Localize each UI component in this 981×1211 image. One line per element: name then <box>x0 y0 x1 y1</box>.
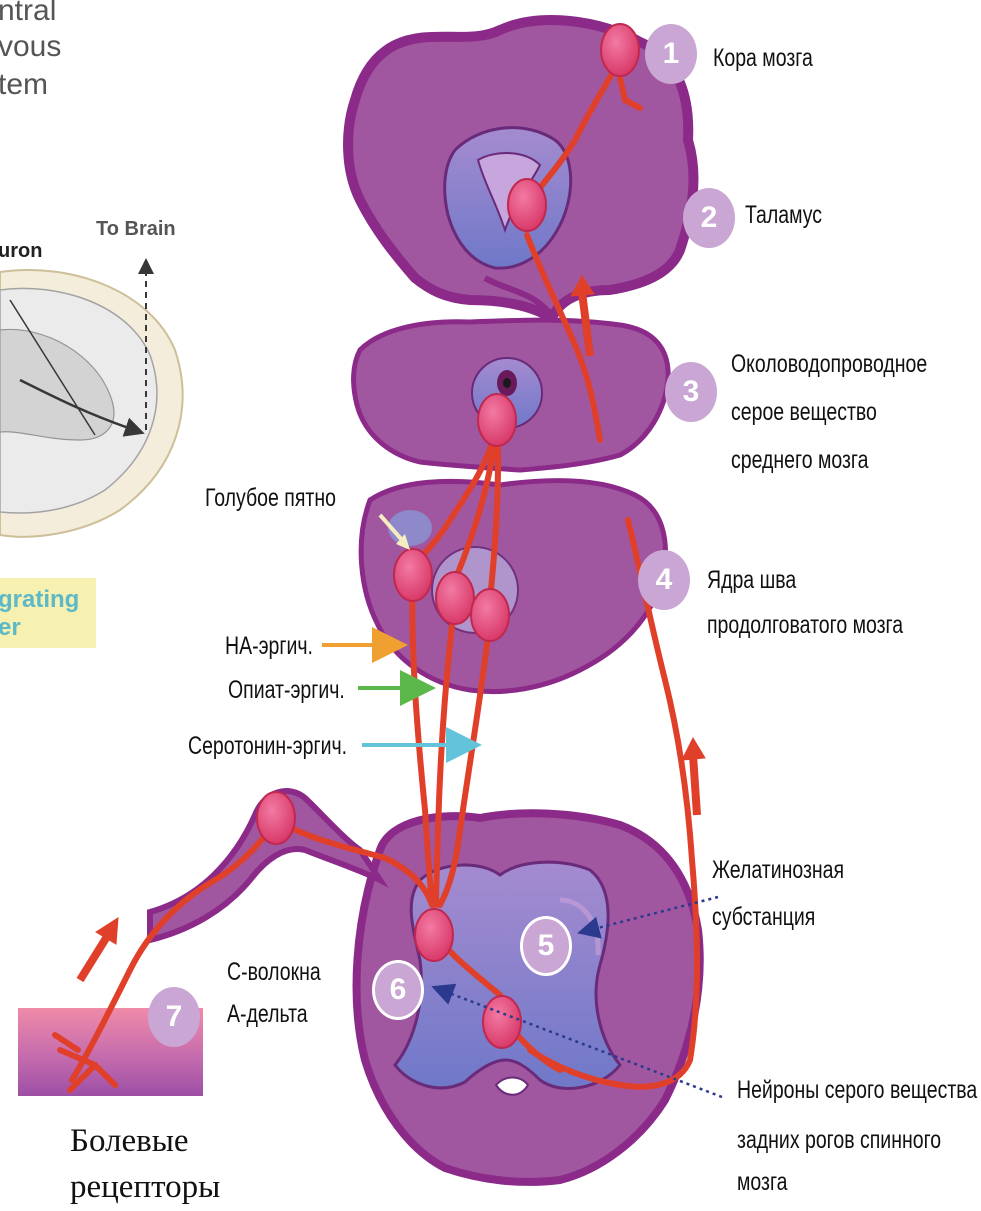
neuron-raphe-1 <box>436 572 474 624</box>
label-fibers-c: С-волокна <box>227 952 321 992</box>
label-dorsal-line1: Нейроны серого вещества <box>737 1070 977 1110</box>
label-thalamus: Таламус <box>745 195 822 235</box>
marker-4: 4 <box>638 550 690 610</box>
bg-text-fragment-2: vous <box>0 30 61 64</box>
label-pag-line1: Околоводопроводное <box>731 344 927 384</box>
label-receptors-line1: Болевые <box>70 1117 189 1165</box>
marker-7: 7 <box>148 987 200 1047</box>
neuron-thalamus <box>508 179 546 231</box>
marker-6: 6 <box>372 960 424 1020</box>
bg-text-fragment-3: tem <box>0 68 48 102</box>
bg-label-to-brain: To Brain <box>96 218 176 241</box>
marker-3: 3 <box>665 362 717 422</box>
label-dorsal-line2: задних рогов спинного <box>737 1120 941 1160</box>
bg-label-integrating-1: grating <box>0 586 79 614</box>
label-raphe-line1: Ядра шва <box>707 560 796 600</box>
bg-text-fragment-1: ntral <box>0 0 56 28</box>
label-serotonin: Серотонин-эргич. <box>188 726 347 766</box>
label-pag-line3: среднего мозга <box>731 440 868 480</box>
label-fibers-a: А-дельта <box>227 994 308 1034</box>
neuron-raphe-2 <box>471 589 509 641</box>
neuron-cortex <box>601 24 639 76</box>
label-raphe-line2: продолговатого мозга <box>707 605 903 645</box>
label-na: НА-эргич. <box>225 626 313 666</box>
label-dorsal-line3: мозга <box>737 1162 788 1202</box>
marker-1: 1 <box>645 24 697 84</box>
label-gelatinosa-line2: субстанция <box>712 897 815 937</box>
label-gelatinosa-line1: Желатинозная <box>712 850 844 890</box>
neuron-dorsal-horn-1 <box>415 909 453 961</box>
neuron-locus <box>394 549 432 601</box>
label-locus: Голубое пятно <box>205 478 336 518</box>
label-pag-line2: серое вещество <box>731 392 877 432</box>
neuron-dorsal-horn-2 <box>483 996 521 1048</box>
cortex-section <box>348 20 693 318</box>
marker-2: 2 <box>683 188 735 248</box>
midbrain-section <box>354 320 669 470</box>
label-cortex: Кора мозга <box>713 38 813 78</box>
neuron-ganglion <box>257 792 295 844</box>
bg-label-neuron: uron <box>0 240 42 263</box>
bg-label-integrating-2: er <box>0 614 21 642</box>
label-receptors-line2: рецепторы <box>70 1163 220 1211</box>
neuron-pag <box>478 394 516 446</box>
marker-5: 5 <box>520 916 572 976</box>
label-opiate: Опиат-эргич. <box>228 670 345 710</box>
